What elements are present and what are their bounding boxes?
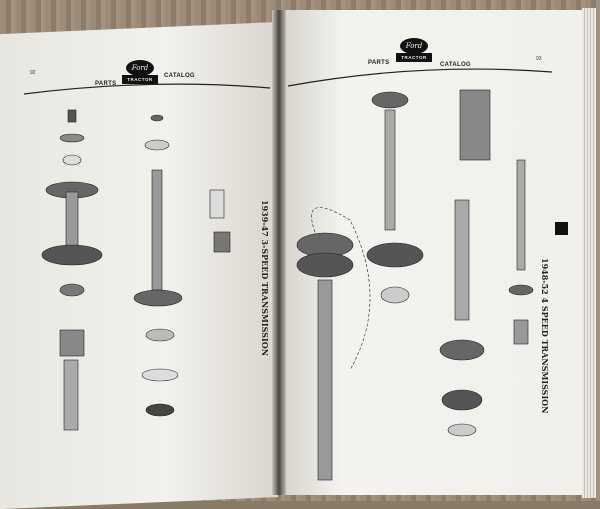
header-parts: PARTS (368, 60, 390, 66)
ford-tractor-logo: Ford TRACTOR (122, 60, 158, 86)
left-header-rule (23, 83, 271, 95)
header-parts: PARTS (95, 81, 117, 87)
right-main-gear-assembly (296, 91, 424, 481)
thumb-index-mark (555, 222, 568, 235)
right-page-number: 93 (536, 56, 542, 62)
book-spine (272, 10, 286, 495)
left-page-number: 92 (30, 70, 36, 76)
right-header-rule (287, 68, 553, 87)
right-countershaft-assembly (439, 89, 534, 437)
page-edges (582, 8, 596, 498)
ford-tractor-logo: Ford TRACTOR (396, 38, 432, 64)
header-catalog: CATALOG (164, 73, 195, 79)
left-countershaft-assembly (133, 114, 231, 417)
left-gear-assembly (41, 109, 103, 431)
header-catalog: CATALOG (440, 62, 471, 68)
